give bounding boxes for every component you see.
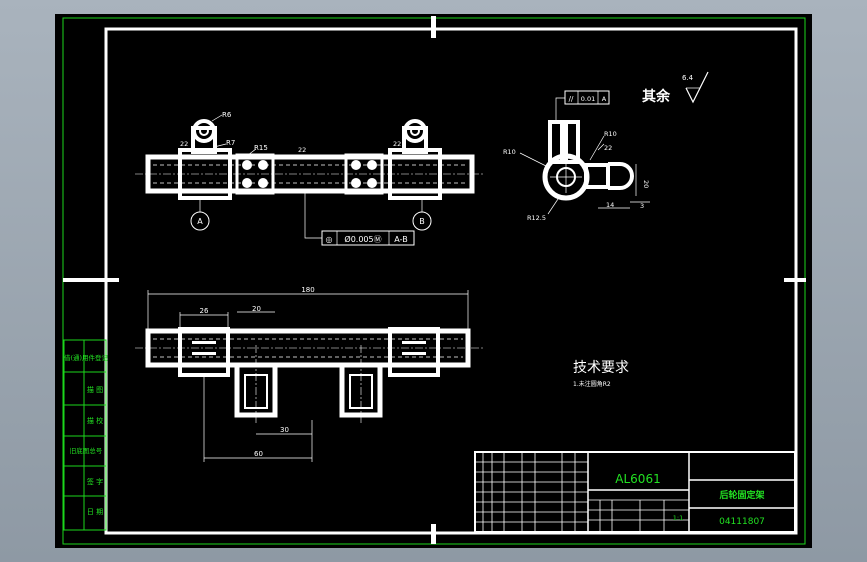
roughness-note: 其余 6.4 <box>642 71 709 105</box>
title-block: AL6061 后轮固定架 04111807 1:1 <box>474 451 796 533</box>
material-label: AL6061 <box>615 472 660 486</box>
dim-3: 3 <box>640 202 644 210</box>
part-name: 后轮固定架 <box>719 489 764 501</box>
tol-symbol: ◎ <box>326 235 333 244</box>
tech-requirements: 技术要求 1.未注圆角R2 <box>573 360 629 388</box>
dim-22-left: 22 <box>180 140 188 148</box>
left-cell-2: 描 图 <box>87 385 103 394</box>
left-cell-4: 旧底图总号 <box>70 446 103 455</box>
dim-r12-5: R12.5 <box>527 214 546 222</box>
left-cell-6: 日 期 <box>87 508 103 516</box>
dim-r6: R6 <box>222 111 232 119</box>
dim-r7: R7 <box>226 139 235 147</box>
dim-20-front: 20 <box>252 305 261 313</box>
dim-20-vert: 20 <box>642 180 650 188</box>
scale-value: 1:1 <box>673 514 683 522</box>
dim-r15: R15 <box>254 144 268 152</box>
dim-r10-right: R10 <box>604 130 617 138</box>
par-symbol: // <box>569 95 574 103</box>
par-value: 0.01 <box>581 95 595 103</box>
drawing-number: 04111807 <box>719 517 765 527</box>
dim-30: 30 <box>280 426 289 434</box>
par-datum: A <box>602 95 607 103</box>
dim-r10-left: R10 <box>503 148 516 156</box>
side-view: // 0.01 A R10 R10 R12.5 22 20 14 3 <box>503 90 650 222</box>
dim-26: 26 <box>200 307 209 315</box>
left-cell-1: 借(通)用件登记 <box>64 353 109 362</box>
roughness-label: 其余 <box>642 88 671 105</box>
sheet-background <box>55 14 812 548</box>
dim-14: 14 <box>606 201 614 209</box>
datum-b-label: B <box>419 217 425 226</box>
front-view: 180 26 20 30 60 <box>135 286 485 462</box>
tech-note: 1.未注圆角R2 <box>573 380 611 388</box>
tech-title: 技术要求 <box>573 360 629 376</box>
top-view: A B R6 R7 R15 22 22 22 ◎ Ø0.005Ⓜ A-B <box>135 111 485 246</box>
tol-datum: A-B <box>394 235 407 244</box>
left-cell-3: 描 校 <box>87 416 103 425</box>
roughness-value: 6.4 <box>682 74 694 82</box>
dim-22-side: 22 <box>604 144 612 152</box>
datum-a-label: A <box>197 217 203 226</box>
left-cell-5: 签 字 <box>87 477 103 486</box>
dim-180: 180 <box>301 286 314 294</box>
dim-22-right: 22 <box>393 140 401 148</box>
dim-22-mid: 22 <box>298 146 306 154</box>
centering-marks <box>63 16 806 544</box>
left-registration-table: 借(通)用件登记 描 图 描 校 旧底图总号 签 字 日 期 <box>63 339 109 531</box>
dim-60: 60 <box>254 450 263 458</box>
tol-value: Ø0.005Ⓜ <box>344 234 381 244</box>
